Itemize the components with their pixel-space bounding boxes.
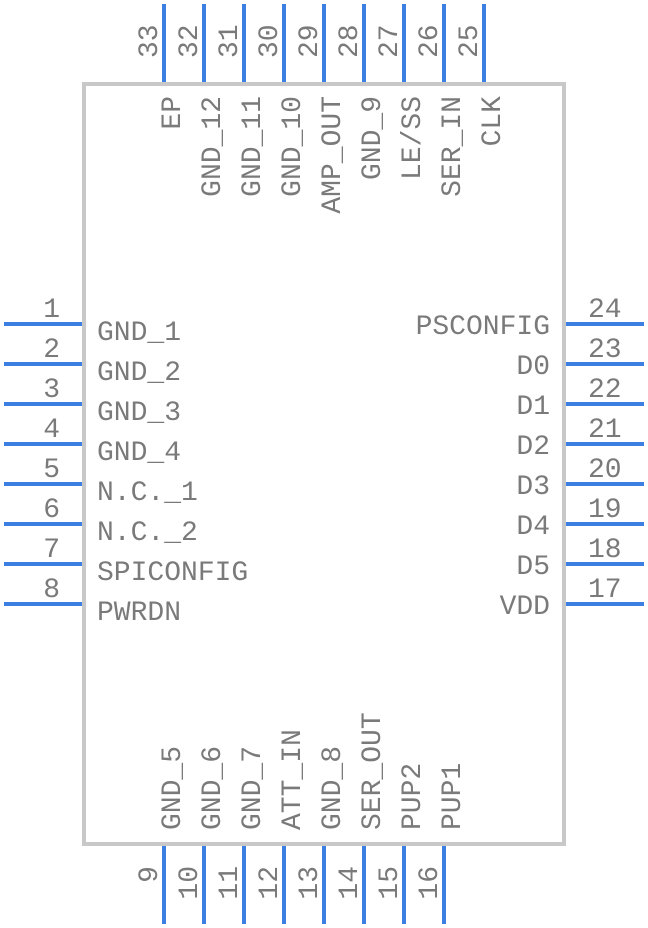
pin-label-pup1: PUP1: [438, 763, 469, 830]
pin-label-d4: D4: [516, 512, 550, 543]
pin-label-le-ss: LE/SS: [398, 96, 429, 180]
pin-label-gnd-12: GND_12: [198, 96, 229, 197]
pin-number-31: 31: [215, 24, 246, 58]
pin-label-gnd-2: GND_2: [97, 358, 181, 389]
pin-number-15: 15: [375, 866, 406, 900]
pin-number-14: 14: [335, 866, 366, 900]
pin-label-att-in: ATT_IN: [278, 729, 309, 830]
pin-number-28: 28: [335, 24, 366, 58]
pin-number-9: 9: [135, 866, 166, 883]
pin-label-pup2: PUP2: [398, 763, 429, 830]
pin-number-26: 26: [415, 24, 446, 58]
pin-number-4: 4: [43, 415, 60, 446]
pin-number-19: 19: [588, 495, 622, 526]
pins: [4, 4, 644, 924]
pin-label-n-c-2: N.C._2: [97, 518, 198, 549]
pin-number-11: 11: [215, 866, 246, 900]
pin-label-gnd-6: GND_6: [198, 746, 229, 830]
pin-number-6: 6: [43, 495, 60, 526]
pin-label-vdd: VDD: [500, 592, 550, 623]
pin-label-n-c-1: N.C._1: [97, 478, 198, 509]
pin-label-gnd-3: GND_3: [97, 398, 181, 429]
pin-number-7: 7: [43, 535, 60, 566]
pin-number-29: 29: [295, 24, 326, 58]
pin-number-5: 5: [43, 455, 60, 486]
pin-label-psconfig: PSCONFIG: [416, 312, 550, 343]
pin-number-8: 8: [43, 575, 60, 606]
pin-label-gnd-10: GND_10: [278, 96, 309, 197]
pin-number-23: 23: [588, 335, 622, 366]
pin-label-gnd-7: GND_7: [238, 746, 269, 830]
pin-label-d1: D1: [516, 392, 550, 423]
pin-number-30: 30: [255, 24, 286, 58]
pin-number-17: 17: [588, 575, 622, 606]
pin-number-18: 18: [588, 535, 622, 566]
pin-label-gnd-4: GND_4: [97, 438, 181, 469]
pin-number-24: 24: [588, 295, 622, 326]
component-body: [82, 82, 566, 846]
pin-label-ser-out: SER_OUT: [358, 712, 389, 830]
pin-number-12: 12: [255, 866, 286, 900]
pin-number-20: 20: [588, 455, 622, 486]
pin-number-3: 3: [43, 375, 60, 406]
pin-number-16: 16: [415, 866, 446, 900]
pin-label-gnd-9: GND_9: [358, 96, 389, 180]
pin-label-ep: EP: [158, 96, 189, 130]
labels: 1GND_12GND_23GND_34GND_45N.C._16N.C._27S…: [43, 24, 621, 899]
pin-number-21: 21: [588, 415, 622, 446]
pin-label-ser-in: SER_IN: [438, 96, 469, 197]
pin-label-spiconfig: SPICONFIG: [97, 558, 248, 589]
pin-number-13: 13: [295, 866, 326, 900]
pin-number-25: 25: [455, 24, 486, 58]
pin-label-gnd-11: GND_11: [238, 96, 269, 197]
pin-number-27: 27: [375, 24, 406, 58]
pin-label-d5: D5: [516, 552, 550, 583]
pin-number-22: 22: [588, 375, 622, 406]
pin-label-clk: CLK: [478, 96, 509, 147]
pin-label-gnd-1: GND_1: [97, 318, 181, 349]
pin-label-gnd-5: GND_5: [158, 746, 189, 830]
pin-number-10: 10: [175, 866, 206, 900]
pin-number-2: 2: [43, 335, 60, 366]
pin-label-d0: D0: [516, 352, 550, 383]
pin-number-33: 33: [135, 24, 166, 58]
pin-label-d2: D2: [516, 432, 550, 463]
pin-number-1: 1: [43, 295, 60, 326]
pin-label-d3: D3: [516, 472, 550, 503]
pin-label-gnd-8: GND_8: [318, 746, 349, 830]
pin-label-pwrdn: PWRDN: [97, 598, 181, 629]
pin-label-amp-out: AMP_OUT: [318, 96, 349, 214]
pin-number-32: 32: [175, 24, 206, 58]
